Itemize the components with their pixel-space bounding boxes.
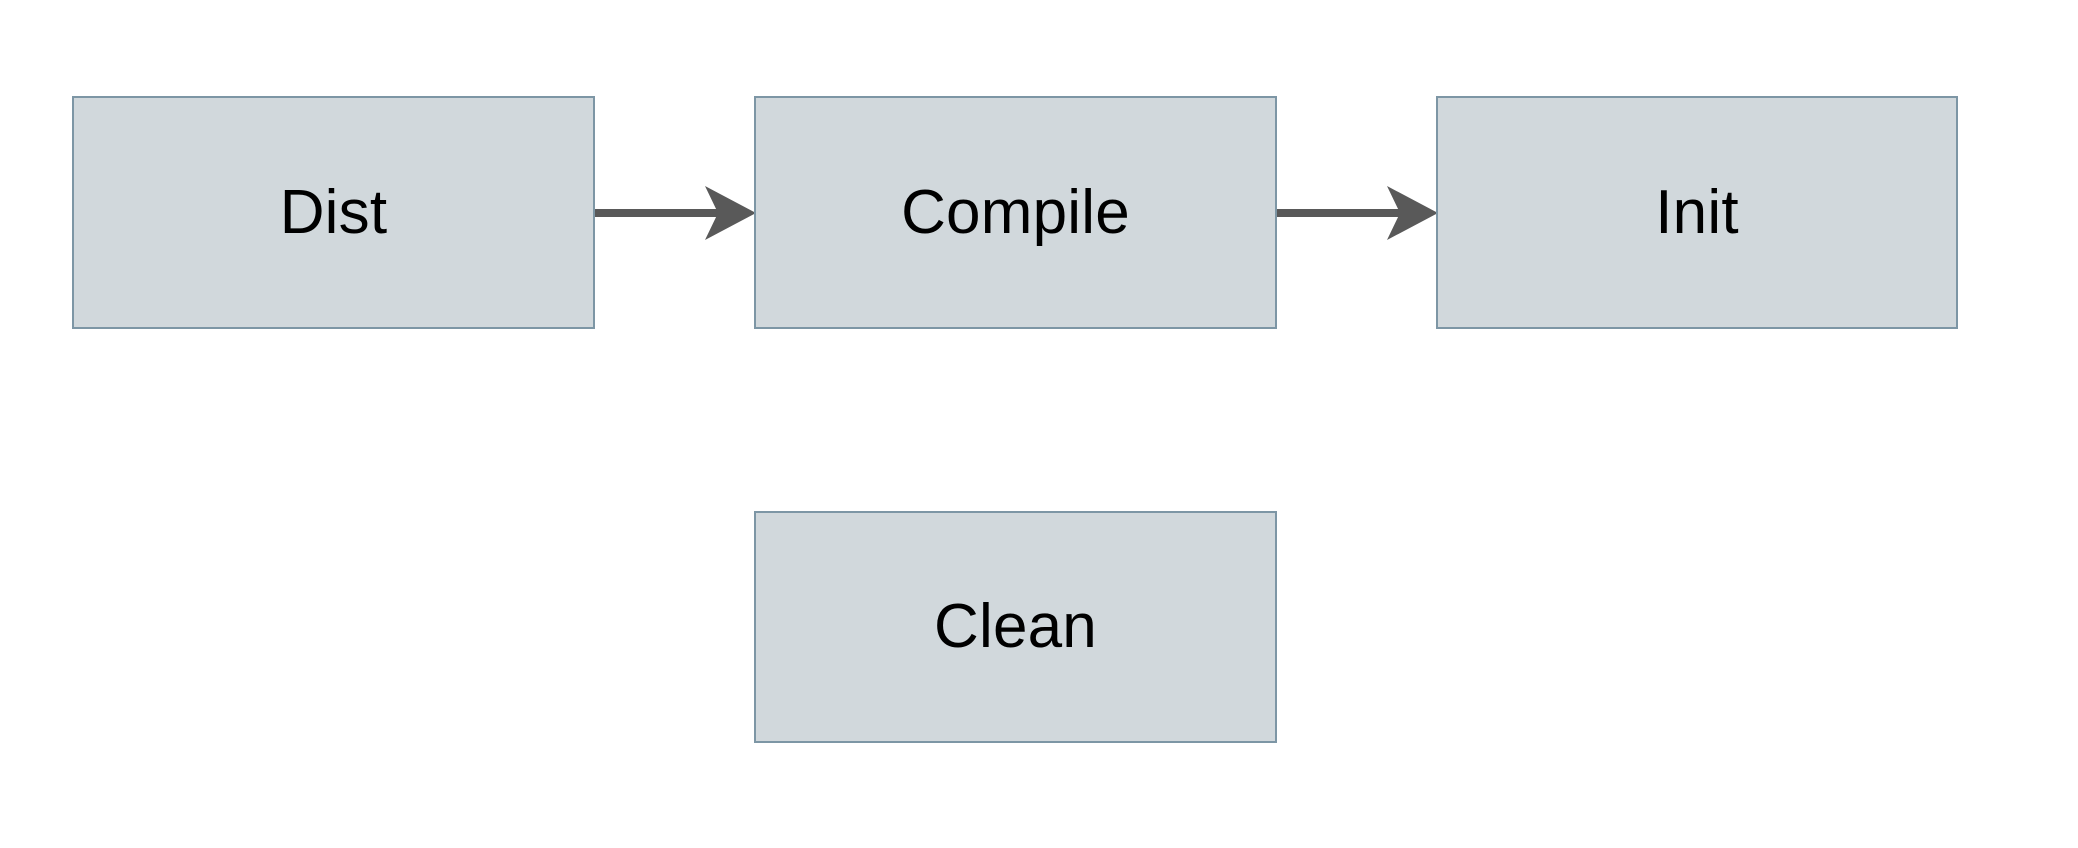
arrowhead-dist-to-compile: [705, 186, 756, 240]
node-clean-label: Clean: [934, 592, 1097, 661]
node-init[interactable]: Init: [1436, 96, 1958, 329]
node-dist[interactable]: Dist: [72, 96, 595, 329]
node-init-label: Init: [1655, 177, 1739, 247]
node-clean[interactable]: Clean: [754, 511, 1277, 743]
node-compile-label: Compile: [901, 177, 1130, 247]
node-dist-label: Dist: [279, 177, 388, 247]
node-compile[interactable]: Compile: [754, 96, 1277, 329]
arrowhead-compile-to-init: [1387, 186, 1438, 240]
